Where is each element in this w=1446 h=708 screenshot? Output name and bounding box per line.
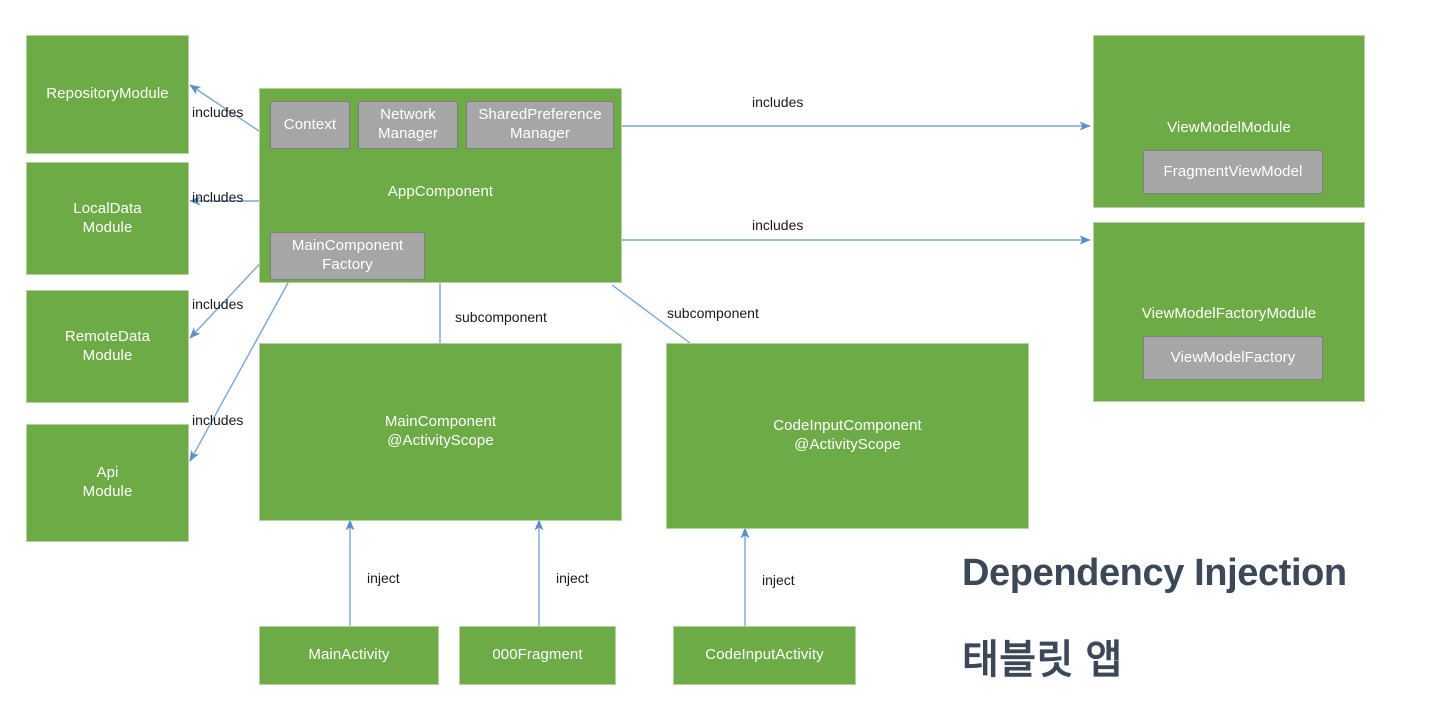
edge-label-includes-viewmodelfactory: includes	[752, 217, 804, 233]
edge-label-includes-remotedata: includes	[192, 296, 244, 312]
node-shared-preference-manager[interactable]: SharedPreference Manager	[466, 101, 614, 149]
edge-label-includes-repository: includes	[192, 104, 244, 120]
node-context[interactable]: Context	[270, 101, 350, 149]
node-local-data-module[interactable]: LocalData Module	[26, 162, 189, 275]
node-view-model-module[interactable]: ViewModelModule FragmentViewModel	[1093, 35, 1365, 208]
node-view-model-module-label: ViewModelModule	[1167, 119, 1291, 136]
edge-label-inject-code-input-activity: inject	[762, 572, 795, 588]
node-main-component[interactable]: MainComponent @ActivityScope	[259, 343, 622, 521]
title-secondary: 태블릿 앱	[962, 638, 1123, 682]
node-view-model-factory-module[interactable]: ViewModelFactoryModule ViewModelFactory	[1093, 222, 1365, 402]
node-repository-module[interactable]: RepositoryModule	[26, 35, 189, 154]
node-code-input-component[interactable]: CodeInputComponent @ActivityScope	[666, 343, 1029, 529]
edge-label-includes-api: includes	[192, 412, 244, 428]
title-primary: Dependency Injection	[962, 552, 1347, 594]
node-view-model-factory[interactable]: ViewModelFactory	[1143, 336, 1323, 380]
node-ooo-fragment[interactable]: 000Fragment	[459, 626, 616, 685]
node-view-model-factory-module-label: ViewModelFactoryModule	[1141, 305, 1317, 322]
edge-label-subcomponent-codeinput: subcomponent	[667, 305, 759, 321]
edge-label-inject-main-activity: inject	[367, 570, 400, 586]
node-api-module[interactable]: Api Module	[26, 424, 189, 542]
edge-label-inject-ooo-fragment: inject	[556, 570, 589, 586]
edge-label-subcomponent-main: subcomponent	[455, 309, 547, 325]
node-network-manager[interactable]: Network Manager	[358, 101, 458, 149]
node-main-component-factory[interactable]: MainComponent Factory	[270, 232, 425, 280]
node-code-input-activity[interactable]: CodeInputActivity	[673, 626, 856, 685]
node-main-activity[interactable]: MainActivity	[259, 626, 439, 685]
node-app-component[interactable]: Context Network Manager SharedPreference…	[259, 88, 622, 283]
node-app-component-label: AppComponent	[387, 183, 494, 200]
node-remote-data-module[interactable]: RemoteData Module	[26, 290, 189, 403]
edge-label-includes-viewmodel: includes	[752, 94, 804, 110]
node-fragment-view-model[interactable]: FragmentViewModel	[1143, 150, 1323, 194]
edge-label-includes-localdata: includes	[192, 189, 244, 205]
